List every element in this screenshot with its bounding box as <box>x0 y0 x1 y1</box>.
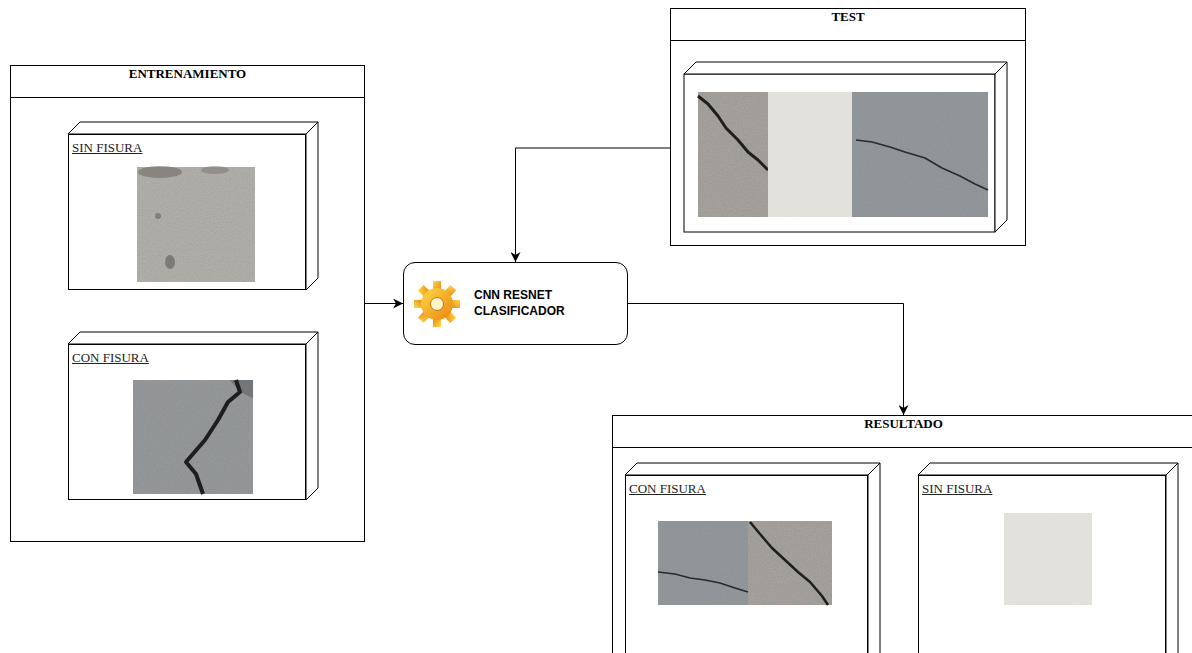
concrete-grain <box>768 92 852 217</box>
concrete-surface <box>133 380 253 494</box>
cube-side <box>306 332 318 500</box>
gear-body <box>421 288 453 320</box>
concrete-grain <box>1004 513 1092 605</box>
result-crack-photos <box>658 521 832 605</box>
concrete-grain <box>133 380 253 494</box>
concrete-surface <box>748 521 832 605</box>
crack-line <box>186 380 240 494</box>
cube-side <box>995 62 1007 232</box>
flow-arrow <box>365 303 403 304</box>
process-label: CNN RESNET CLASIFICADOR <box>474 288 584 319</box>
crack-line <box>750 522 828 605</box>
gear-hole <box>431 298 444 311</box>
panel-header: RESULTADO <box>613 416 1192 448</box>
concrete-grain <box>748 521 832 605</box>
process-box: CNN RESNET CLASIFICADOR <box>403 262 628 345</box>
concrete-surface <box>137 167 255 282</box>
concrete-surface <box>698 92 768 217</box>
cube-side <box>1166 463 1178 653</box>
panel-header: TEST <box>671 9 1025 41</box>
cube-top <box>918 463 1178 475</box>
cube-top <box>68 122 318 134</box>
crack-line <box>856 140 988 190</box>
concrete-surface <box>768 92 852 217</box>
result-clean-photo <box>1004 513 1092 605</box>
concrete-grain <box>658 521 748 605</box>
concrete-grain <box>137 167 255 282</box>
concrete-photo <box>137 166 255 282</box>
crack-line <box>658 572 748 592</box>
box-label: SIN FISURA <box>922 481 992 497</box>
box-label: CON FISURA <box>629 481 706 497</box>
concrete-surface <box>658 521 748 605</box>
cube-side <box>868 463 880 653</box>
cube-top <box>68 332 318 344</box>
concrete-surface <box>1004 513 1092 605</box>
cracked-concrete-photo <box>133 380 253 494</box>
panel-header: ENTRENAMIENTO <box>11 66 364 98</box>
cube-box: CON FISURA <box>625 475 868 653</box>
box-label: CON FISURA <box>72 350 149 366</box>
cube-top <box>625 463 880 475</box>
group-panel: ENTRENAMIENTO SIN FISURA CON FISURA <box>10 65 365 542</box>
group-panel: TEST <box>670 8 1026 246</box>
cube-box: CON FISURA <box>68 344 306 500</box>
test-photo-strip <box>698 92 988 217</box>
cube-side <box>306 122 318 290</box>
cube-depth <box>68 62 1178 653</box>
flow-arrow <box>628 304 904 416</box>
cube-top <box>684 62 1007 74</box>
concrete-spot <box>201 166 229 174</box>
concrete-spot <box>138 166 182 178</box>
connector-group <box>365 148 904 415</box>
cube-front <box>684 74 995 232</box>
cube-box: SIN FISURA <box>68 134 306 290</box>
flow-arrow <box>516 148 671 262</box>
concrete-spot <box>165 255 175 269</box>
gear-icon <box>414 281 460 327</box>
concrete-spot <box>155 213 161 219</box>
concrete-grain <box>698 92 768 217</box>
box-label: SIN FISURA <box>72 140 142 156</box>
concrete-surface <box>852 92 988 217</box>
group-panel: RESULTADO CON FISURA SIN FISURA <box>612 415 1192 653</box>
cube-box: SIN FISURA <box>918 475 1166 653</box>
crack-line <box>698 96 768 170</box>
concrete-grain <box>852 92 988 217</box>
